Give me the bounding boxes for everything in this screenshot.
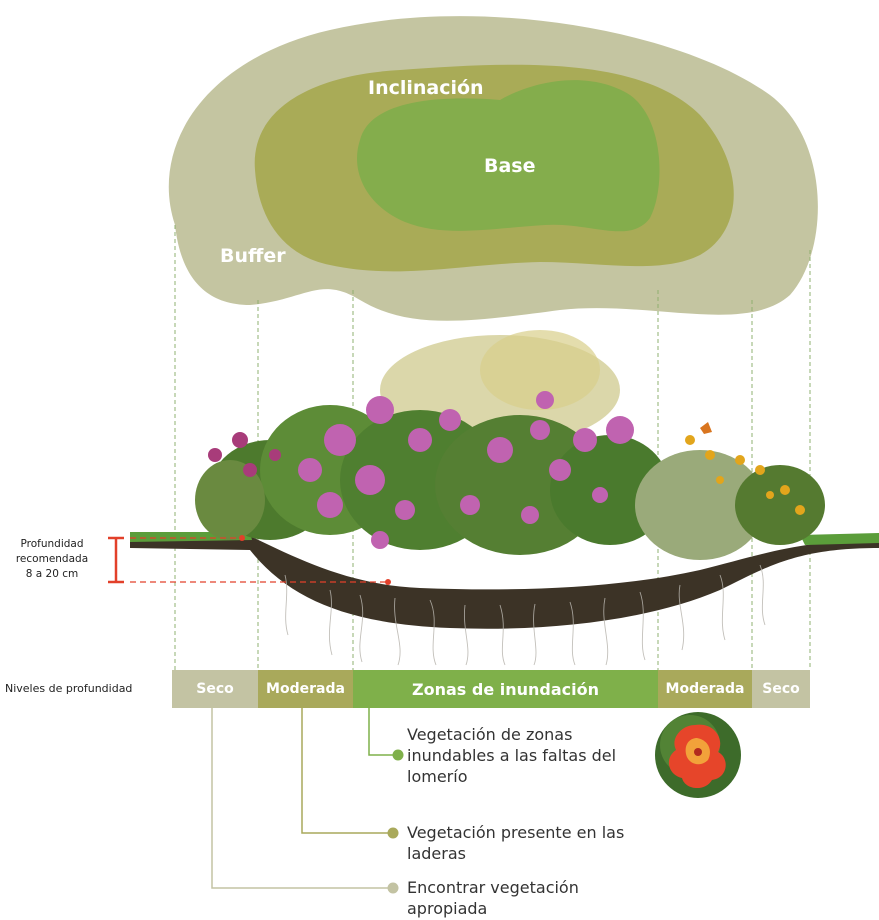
dry-description: Encontrar vegetación apropiada xyxy=(407,877,579,919)
vegetation xyxy=(195,330,825,560)
flower-photo xyxy=(655,712,741,798)
depth-label: Profundidad recomendada 8 a 20 cm xyxy=(2,537,102,582)
dry-bullet xyxy=(387,882,399,894)
depth-marker xyxy=(108,535,391,585)
description-line: apropiada xyxy=(407,899,488,918)
level-moderada-left: Moderada xyxy=(258,670,353,708)
flood-connector xyxy=(368,708,395,756)
level-seco-left: Seco xyxy=(172,670,258,708)
base-zone-label: Base xyxy=(484,155,536,177)
base-zone-shape xyxy=(357,80,660,232)
depth-label-line: recomendada xyxy=(15,553,89,565)
levels-label: Niveles de profundidad xyxy=(5,682,133,695)
connectors xyxy=(211,708,395,889)
level-seco-right: Seco xyxy=(752,670,810,708)
description-line: Encontrar vegetación xyxy=(407,878,579,897)
description-line: laderas xyxy=(407,844,466,863)
slope-bullet xyxy=(387,827,399,839)
description-line: lomerío xyxy=(407,767,468,786)
level-inundacion: Zonas de inundación xyxy=(353,670,658,708)
slope-zone-label: Inclinación xyxy=(368,77,484,99)
flood-bullet xyxy=(392,749,404,761)
depth-label-line: 8 a 20 cm xyxy=(25,568,79,580)
description-line: Vegetación de zonas xyxy=(407,725,573,744)
level-moderada-right: Moderada xyxy=(658,670,752,708)
buffer-zone-label: Buffer xyxy=(220,245,286,267)
dry-connector xyxy=(211,708,390,889)
slope-connector xyxy=(301,708,390,834)
description-line: inundables a las faltas del xyxy=(407,746,617,765)
slope-description: Vegetación presente en las laderas xyxy=(407,822,624,864)
description-line: Vegetación presente en las xyxy=(407,823,625,842)
depth-label-line: Profundidad xyxy=(20,538,84,550)
flood-description: Vegetación de zonas inundables a las fal… xyxy=(407,724,616,787)
roots xyxy=(284,564,766,666)
